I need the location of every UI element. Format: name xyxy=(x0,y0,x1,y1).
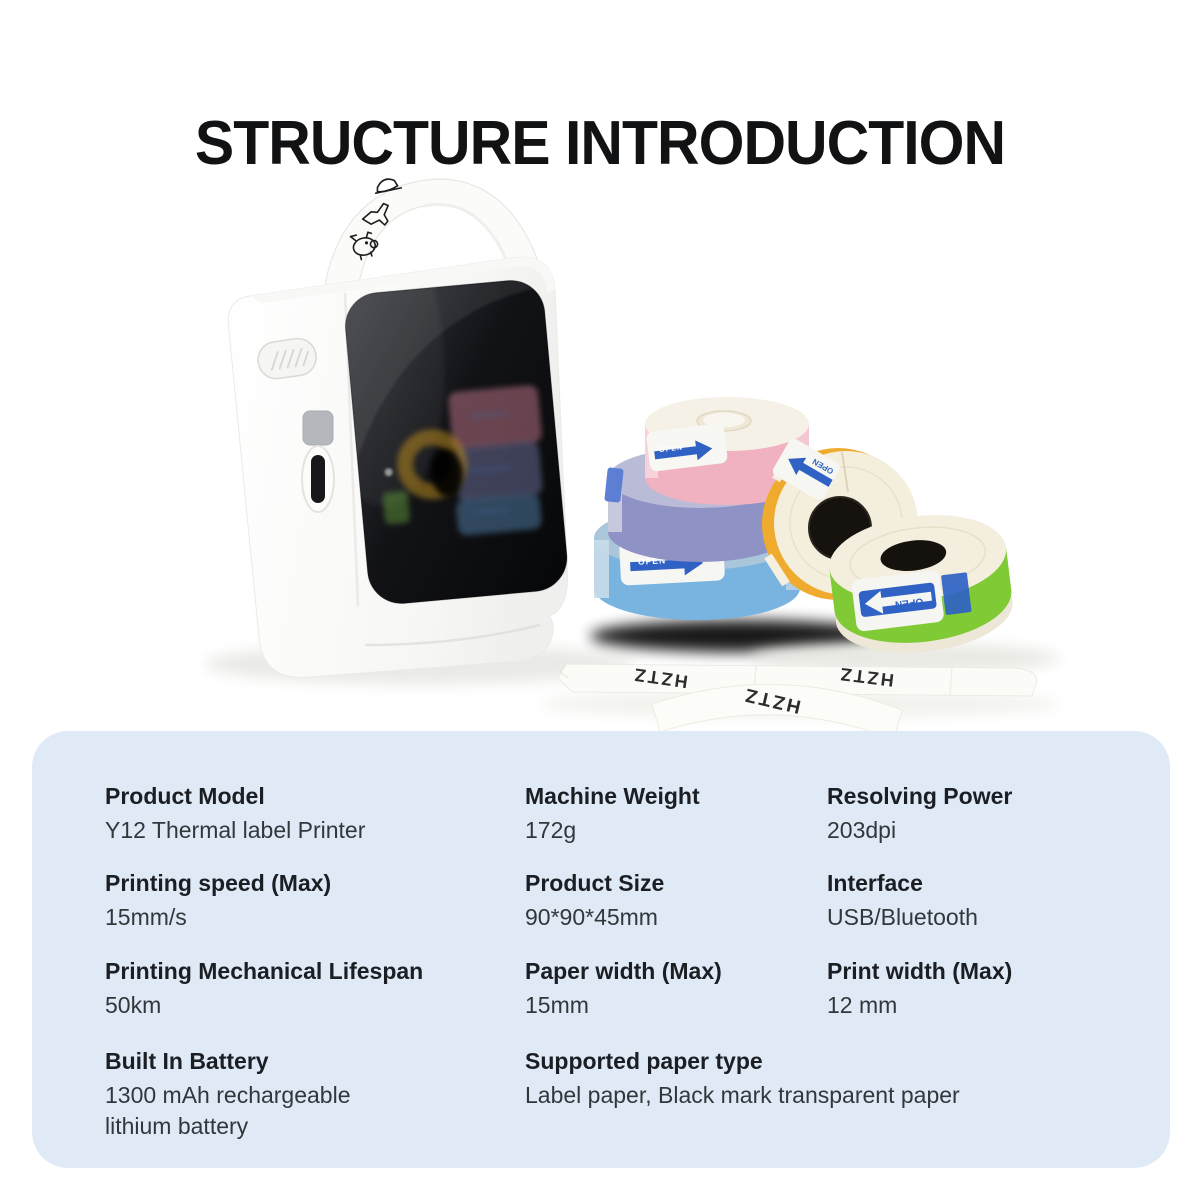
spec-item-interface: Interface USB/Bluetooth xyxy=(827,868,1134,956)
usb-c-port xyxy=(301,445,335,513)
spec-item-printing-speed: Printing speed (Max) 15mm/s xyxy=(105,868,525,956)
open-label: OPEN xyxy=(659,444,684,454)
spec-label: Built In Battery xyxy=(105,1048,269,1074)
sample-label-strip-front: HZTZ xyxy=(651,683,903,741)
spec-label: Resolving Power xyxy=(827,783,1013,809)
spec-label: Supported paper type xyxy=(525,1048,763,1074)
cap-doodle-icon xyxy=(374,178,403,194)
spec-item-product-model: Product Model Y12 Thermal label Printer xyxy=(105,781,525,868)
spec-label: Printing speed (Max) xyxy=(105,870,332,896)
spec-value: 203dpi xyxy=(827,817,897,843)
spec-value: 1300 mAh rechargeable lithium battery xyxy=(105,1082,351,1139)
spec-item-paper-type: Supported paper type Label paper, Black … xyxy=(525,1046,1134,1142)
spec-value: 172g xyxy=(525,817,577,843)
spec-value: 15mm/s xyxy=(105,904,187,930)
open-arrow-icon xyxy=(864,590,932,614)
spec-grid: Product Model Y12 Thermal label Printer … xyxy=(105,781,1134,1142)
spec-label: Print width (Max) xyxy=(827,958,1013,984)
open-label: OPEN xyxy=(638,555,667,566)
roll-core-hole xyxy=(880,540,947,572)
page-title: STRUCTURE INTRODUCTION xyxy=(194,108,1006,178)
sample-label-strips: HZTZ HZTZ HZTZ xyxy=(557,663,1038,741)
spec-item-product-size: Product Size 90*90*45mm xyxy=(525,868,827,956)
printer xyxy=(227,256,569,679)
pig-doodle-icon xyxy=(349,231,379,261)
spec-value: 15mm xyxy=(525,992,589,1018)
spec-value: Label paper, Black mark transparent pape… xyxy=(525,1082,960,1108)
open-arrow-icon xyxy=(654,440,713,461)
spec-item-resolving-power: Resolving Power 203dpi xyxy=(827,781,1134,868)
spec-label: Printing Mechanical Lifespan xyxy=(105,958,424,984)
spec-label: Product Size xyxy=(525,870,665,896)
spec-label: Paper width (Max) xyxy=(525,958,722,984)
label-roll-pink: OPEN xyxy=(645,397,809,505)
spec-item-mechanical-lifespan: Printing Mechanical Lifespan 50km xyxy=(105,956,525,1046)
label-roll-green: OPEN xyxy=(829,515,1013,653)
power-button xyxy=(302,410,334,446)
product-photo: OPEN OPEN xyxy=(0,150,1200,770)
spec-item-print-width: Print width (Max) 12 mm xyxy=(827,956,1134,1046)
spec-value: Y12 Thermal label Printer xyxy=(105,817,366,843)
spec-label: Machine Weight xyxy=(525,783,700,809)
airplane-doodle-icon xyxy=(361,202,389,226)
spec-item-paper-width: Paper width (Max) 15mm xyxy=(525,956,827,1046)
printer-front-panel xyxy=(342,277,568,604)
open-label: OPEN xyxy=(894,595,923,609)
spec-value: 90*90*45mm xyxy=(525,904,658,930)
spec-value: 50km xyxy=(105,992,162,1018)
feed-latch-button xyxy=(257,337,317,380)
spec-label: Product Model xyxy=(105,783,265,809)
spec-value: 12 mm xyxy=(827,992,898,1018)
spec-item-machine-weight: Machine Weight 172g xyxy=(525,781,827,868)
spec-value: USB/Bluetooth xyxy=(827,904,978,930)
spec-label: Interface xyxy=(827,870,923,896)
spec-item-battery: Built In Battery 1300 mAh rechargeable l… xyxy=(105,1046,525,1142)
open-arrow-icon xyxy=(788,457,833,487)
spec-panel: Product Model Y12 Thermal label Printer … xyxy=(32,731,1170,1168)
